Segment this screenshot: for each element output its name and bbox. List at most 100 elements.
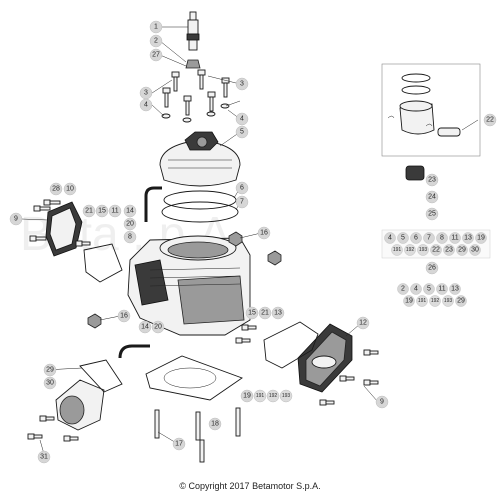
svg-text:193: 193 (444, 298, 453, 304)
svg-text:22: 22 (432, 247, 440, 254)
svg-text:19: 19 (477, 235, 485, 242)
copyright-notice: © Copyright 2017 Betamotor S.p.A. (179, 481, 321, 491)
callout-10: 10 (63, 182, 77, 196)
svg-text:30: 30 (46, 380, 54, 387)
callout-24: 24 (425, 190, 439, 204)
svg-text:2: 2 (401, 286, 405, 293)
svg-text:13: 13 (274, 310, 282, 317)
svg-text:11: 11 (438, 286, 445, 293)
svg-text:14: 14 (126, 208, 134, 215)
svg-text:28: 28 (52, 186, 60, 193)
svg-text:27: 27 (152, 52, 160, 59)
svg-text:31: 31 (40, 454, 48, 461)
svg-text:7: 7 (427, 235, 431, 242)
svg-text:23: 23 (445, 247, 453, 254)
callout-22: 22 (483, 113, 497, 127)
svg-text:193: 193 (419, 247, 428, 253)
svg-text:9: 9 (14, 216, 18, 223)
svg-text:7: 7 (240, 199, 244, 206)
callout-4-right: 4 (235, 112, 249, 126)
svg-text:6: 6 (240, 185, 244, 192)
svg-text:5: 5 (401, 235, 405, 242)
coolant-hose (118, 344, 150, 359)
callout-25: 25 (425, 207, 439, 221)
callout-193-base: 193 (279, 389, 293, 403)
callout-15-top: 15 (95, 204, 109, 218)
svg-text:19: 19 (243, 393, 251, 400)
svg-text:15: 15 (248, 310, 256, 317)
callout-8: 8 (123, 230, 137, 244)
svg-text:3: 3 (240, 81, 244, 88)
callout-21-bottom: 21 (258, 306, 272, 320)
svg-text:3: 3 (144, 90, 148, 97)
cylinder-nuts (87, 231, 282, 329)
svg-text:25: 25 (428, 211, 436, 218)
spark-plug-washer (185, 59, 201, 69)
svg-text:16: 16 (260, 230, 268, 237)
cylinder-head-bolts (162, 69, 230, 116)
svg-text:26: 26 (428, 265, 436, 272)
callout-7: 7 (235, 195, 249, 209)
svg-text:192: 192 (431, 298, 440, 304)
piston-kit-box (381, 63, 481, 157)
callout-4-left: 4 (139, 98, 153, 112)
svg-text:4: 4 (414, 286, 418, 293)
svg-text:29: 29 (458, 247, 466, 254)
svg-text:4: 4 (144, 102, 148, 109)
svg-text:24: 24 (428, 194, 436, 201)
svg-text:193: 193 (282, 393, 291, 399)
callout-16-left: 16 (117, 309, 131, 323)
cylinder (127, 235, 251, 336)
right-cover-bolts (235, 324, 379, 406)
svg-text:191: 191 (256, 393, 265, 399)
callout-3-left: 3 (139, 86, 153, 100)
svg-text:18: 18 (211, 421, 219, 428)
callout-3-right: 3 (235, 77, 249, 91)
callout-9-right: 9 (375, 395, 389, 409)
spark-plug (186, 11, 200, 51)
kit-group-1: 4 5 6 7 8 11 13 19 191 192 193 22 23 29 … (381, 229, 491, 259)
svg-text:22: 22 (486, 117, 494, 124)
callout-20-top: 20 (123, 217, 137, 231)
callout-15-bottom: 15 (245, 306, 259, 320)
kit-group-2: 2 4 5 11 13 19 191 192 193 29 (397, 283, 467, 307)
callout-12: 12 (356, 316, 370, 330)
cylinder-base-gasket (145, 355, 243, 401)
cylinder-head (159, 131, 241, 187)
needle-bearing (405, 165, 425, 181)
svg-text:20: 20 (154, 324, 162, 331)
svg-text:29: 29 (457, 298, 465, 305)
callout-14-bottom: 14 (138, 320, 152, 334)
callout-18: 18 (208, 417, 222, 431)
callout-16-right: 16 (257, 226, 271, 240)
svg-text:17: 17 (175, 441, 183, 448)
callout-26: 26 (425, 261, 439, 275)
svg-text:4: 4 (388, 235, 392, 242)
svg-text:191: 191 (393, 247, 402, 253)
svg-text:1: 1 (154, 24, 158, 31)
head-washers (161, 103, 230, 123)
svg-text:6: 6 (414, 235, 418, 242)
cylinder-studs (154, 407, 241, 463)
callout-28: 28 (49, 182, 63, 196)
svg-text:20: 20 (126, 221, 134, 228)
callout-192-base: 192 (266, 389, 280, 403)
svg-text:23: 23 (428, 177, 436, 184)
svg-text:13: 13 (464, 235, 472, 242)
manifold-bolts (27, 415, 79, 442)
svg-text:14: 14 (141, 324, 149, 331)
svg-text:12: 12 (359, 320, 367, 327)
svg-text:21: 21 (85, 208, 93, 215)
svg-text:2: 2 (154, 38, 158, 45)
svg-text:19: 19 (405, 298, 413, 305)
svg-text:4: 4 (240, 116, 244, 123)
callout-13: 13 (271, 306, 285, 320)
callout-27: 27 (149, 48, 163, 62)
callout-21-top: 21 (82, 204, 96, 218)
breather-pipe (144, 186, 162, 222)
callout-191-base: 191 (253, 389, 267, 403)
callout-31: 31 (37, 450, 51, 464)
svg-text:192: 192 (406, 247, 415, 253)
callout-11-top: 11 (108, 204, 122, 218)
